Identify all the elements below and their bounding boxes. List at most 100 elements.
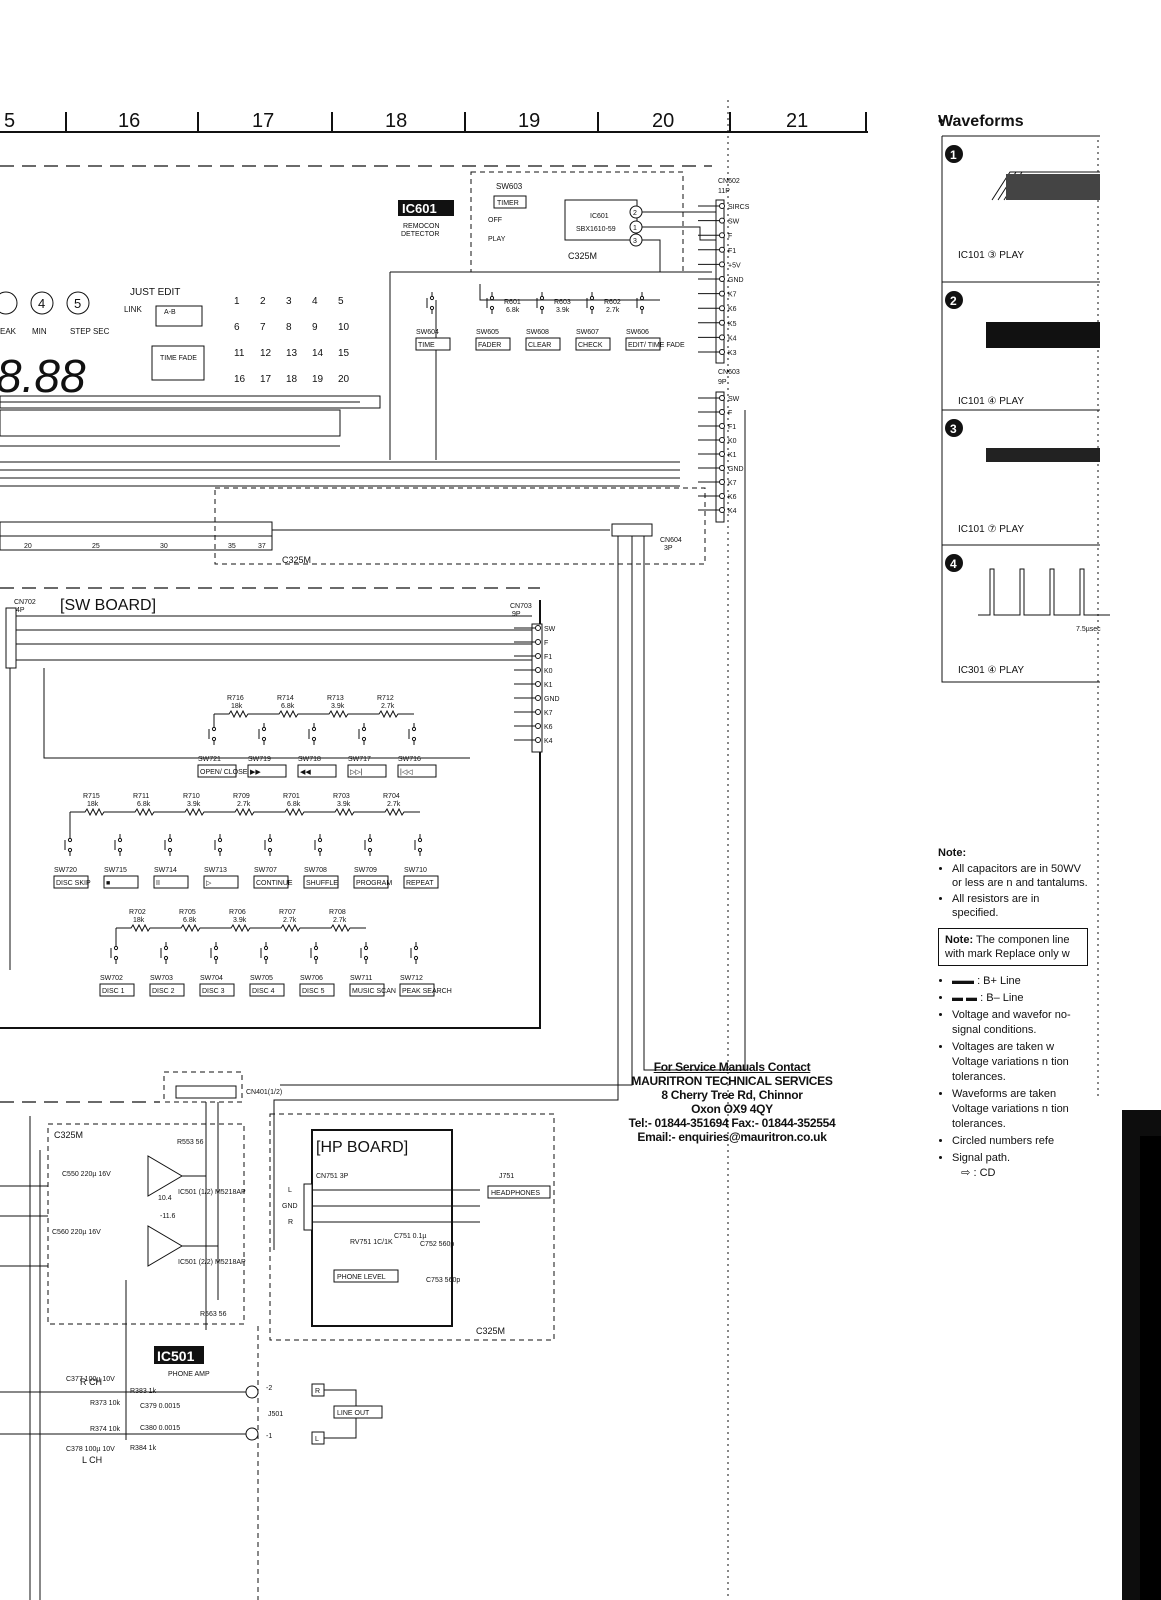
display-number: 18 xyxy=(286,374,298,385)
switch-label: CLEAR xyxy=(528,342,551,349)
cn401-ref: CN401(1/2) xyxy=(246,1089,282,1096)
hp-board: [HP BOARD] CN751 3P L GND R J751 HEADPHO… xyxy=(269,1113,555,1341)
amp-ic: IC501 (1/2) M5218AP xyxy=(178,1189,246,1196)
resistor-value: 18k xyxy=(87,801,99,808)
display-label: A-B xyxy=(164,309,176,316)
cn703-pins: 9P xyxy=(512,611,521,618)
c753-ref: C753 560p xyxy=(426,1277,460,1284)
display-number: 6 xyxy=(234,322,240,333)
switch-label: DISC 2 xyxy=(152,988,175,995)
waveform-caption: IC101 ⑦ PLAY xyxy=(958,524,1024,535)
waveform-caption: IC101 ③ PLAY xyxy=(958,250,1024,261)
display-number: 16 xyxy=(234,374,246,385)
resistor-ref: R707 xyxy=(279,909,296,916)
note-box-title: Note: xyxy=(945,934,974,946)
switch-label: REPEAT xyxy=(406,880,434,887)
j501-ref: J501 xyxy=(268,1411,283,1418)
resistor-value: 6.8k xyxy=(137,801,151,808)
column-label: 20 xyxy=(652,110,674,132)
connector-pin-label: K7 xyxy=(728,292,737,299)
switch-label: EDIT/ TIME FADE xyxy=(628,342,685,349)
j751-ref: J751 xyxy=(499,1173,514,1180)
bus-number: 35 xyxy=(228,543,236,550)
switch-label: ▶▶ xyxy=(250,769,261,776)
connector-pin-label: K4 xyxy=(728,508,737,515)
legend-text: : CD xyxy=(973,1167,996,1179)
contact-line: Oxon OX9 4QY xyxy=(691,1102,773,1116)
cn604-ref: CN604 xyxy=(660,537,682,544)
switch-ref: SW710 xyxy=(404,867,427,874)
switch-ref: SW711 xyxy=(350,975,373,982)
column-label: 19 xyxy=(518,110,540,132)
cn703-ref: CN703 xyxy=(510,603,532,610)
resistor-value: 3.9k xyxy=(187,801,201,808)
ic501-desc: PHONE AMP xyxy=(168,1371,210,1378)
waveform-number-badge xyxy=(945,291,963,309)
sw-board: CN702 4P [SW BOARD] CN703 9P SWFF1K0K1GN… xyxy=(0,587,560,1029)
display-digits: 8.88 xyxy=(0,350,86,402)
display-label: STEP SEC xyxy=(70,327,110,336)
ic601-part: SBX1610-59 xyxy=(576,226,616,233)
top-switch-row: SW604TIMESW605FADERSW608CLEARSW607CHECKS… xyxy=(389,271,712,460)
amp-resistor: R553 56 xyxy=(177,1139,204,1146)
display-number: 12 xyxy=(260,348,272,359)
jack-pin: -1 xyxy=(266,1433,272,1440)
ic601-block: IC601 REMOCON DETECTOR C325M IC601 SBX16… xyxy=(398,171,716,273)
resistor-ref: R710 xyxy=(183,793,200,800)
switch-ref: SW712 xyxy=(400,975,423,982)
resistor-value: 3.9k xyxy=(556,307,570,314)
resistor-ref: R603 xyxy=(554,299,571,306)
resistor-value: 2.7k xyxy=(237,801,251,808)
switch-ref: SW713 xyxy=(204,867,227,874)
switch-label: DISC 1 xyxy=(102,988,125,995)
resistor-value: 6.8k xyxy=(506,307,520,314)
amp-capacitor: C380 0.0015 xyxy=(140,1425,180,1432)
display-number: 8 xyxy=(286,322,292,333)
resistor-ref: R713 xyxy=(327,695,344,702)
connector-pin-label: K0 xyxy=(728,438,737,445)
net-label: C325M xyxy=(568,251,597,261)
display-label: TIME FADE xyxy=(160,355,197,362)
switch-ref: SW720 xyxy=(54,867,77,874)
resistor-value: 3.9k xyxy=(233,917,247,924)
resistor-ref: R706 xyxy=(229,909,246,916)
connector-pin-label: SW xyxy=(544,626,556,633)
switch-ref: SW605 xyxy=(476,329,499,336)
switch-ref: SW703 xyxy=(150,975,173,982)
resistor-value: 2.7k xyxy=(606,307,620,314)
connector-pin-label: GND xyxy=(728,466,744,473)
switch-ref: SW716 xyxy=(398,756,421,763)
switch-label: MUSIC SCAN xyxy=(352,988,396,995)
amp-voltage: -11.6 xyxy=(160,1213,176,1220)
switch-label: ▷▷| xyxy=(350,769,363,776)
amp-capacitor: C550 220µ 16V xyxy=(62,1171,111,1178)
column-label: 16 xyxy=(118,110,140,132)
ic501-tag: IC501 xyxy=(157,1348,195,1364)
note-item: All resistors are in specified. xyxy=(952,892,1088,920)
svg-text:L: L xyxy=(288,1187,292,1194)
switch-ref: SW704 xyxy=(200,975,223,982)
column-label: 5 xyxy=(4,110,15,132)
switch-ref: SW707 xyxy=(254,867,277,874)
resistor-ref: R714 xyxy=(277,695,294,702)
display-number: 2 xyxy=(260,296,266,307)
headphones-label: HEADPHONES xyxy=(491,1190,540,1197)
switch-ref: SW607 xyxy=(576,329,599,336)
connector-pin-label: K7 xyxy=(728,480,737,487)
connector-pin-label: K1 xyxy=(728,452,737,459)
note-box-text: The componen line with mark Replace only… xyxy=(945,934,1070,960)
display-number: 10 xyxy=(338,322,350,333)
jack-pin: -2 xyxy=(266,1385,272,1392)
switch-ref: SW718 xyxy=(298,756,321,763)
switch-label: TIME xyxy=(418,342,435,349)
waveform-number-badge xyxy=(945,145,963,163)
net-label: C325M xyxy=(476,1326,505,1336)
waveform-number: 3 xyxy=(950,422,957,436)
amp-capacitor: C560 220µ 16V xyxy=(52,1229,101,1236)
switch-ref: SW709 xyxy=(354,867,377,874)
resistor-value: 2.7k xyxy=(283,917,297,924)
switch-label: DISC 3 xyxy=(202,988,225,995)
